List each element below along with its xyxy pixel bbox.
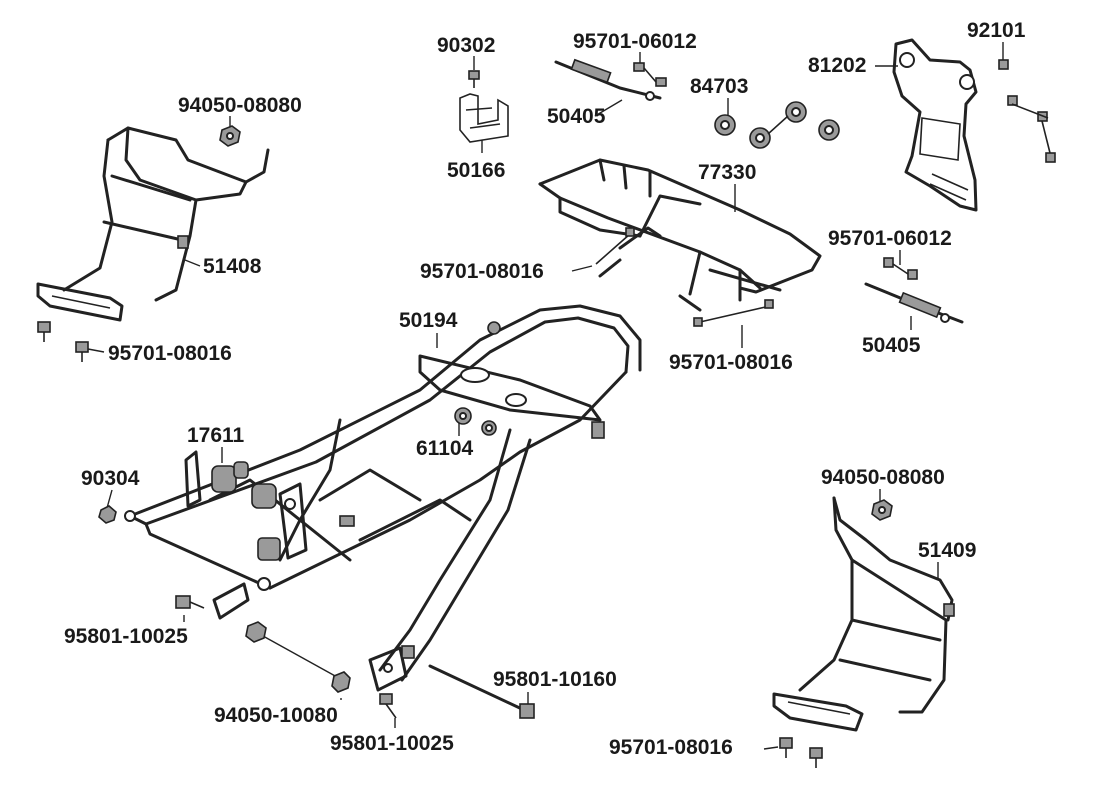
part-95701-06012-bolts-top <box>633 62 667 87</box>
part-17611-dampers <box>211 461 281 561</box>
label-94050-08080-left: 94050-08080 <box>178 94 302 117</box>
part-95701-08016-bolt-right <box>693 299 774 327</box>
label-95801-10025-bottom: 95801-10025 <box>330 732 454 755</box>
part-95701-08016-bolts-bottom <box>779 737 823 768</box>
label-92101: 92101 <box>967 19 1026 42</box>
part-92101-bolts <box>998 59 1056 163</box>
part-84703-bushings <box>714 101 840 149</box>
part-95701-06012-bolts-right <box>883 257 918 280</box>
label-50405-top: 50405 <box>547 105 606 128</box>
part-81202-plate <box>892 38 978 212</box>
label-17611: 17611 <box>187 424 245 447</box>
part-95801-10025-bolt-bottom <box>379 693 397 719</box>
part-50194-main-frame <box>124 304 642 692</box>
label-51409: 51409 <box>918 539 976 562</box>
label-77330: 77330 <box>698 161 756 184</box>
part-61104-washers <box>454 407 497 436</box>
label-95701-08016-bottom: 95701-08016 <box>609 736 733 759</box>
part-51409-guard-right <box>772 496 955 732</box>
label-95701-06012-right: 95701-06012 <box>828 227 952 250</box>
label-50166: 50166 <box>447 159 505 182</box>
part-94050-10080-nuts <box>245 621 351 693</box>
label-95701-06012-top: 95701-06012 <box>573 30 697 53</box>
label-94050-08080-right: 94050-08080 <box>821 466 945 489</box>
label-50405-right: 50405 <box>862 334 921 357</box>
part-50405-strut-right <box>864 282 964 324</box>
label-50194: 50194 <box>399 309 458 332</box>
part-95801-10160-bolt <box>428 664 535 719</box>
label-90304: 90304 <box>81 467 140 490</box>
part-94050-08080-nut-right <box>871 499 893 521</box>
part-50166-bracket <box>459 93 509 143</box>
part-95701-08016-bolts-left <box>37 321 89 362</box>
part-94050-08080-nut-left <box>219 125 241 147</box>
label-95701-08016-right: 95701-08016 <box>669 351 793 374</box>
part-50405-strut-top <box>554 58 662 101</box>
leader-lines <box>87 42 1004 750</box>
part-90302-nut <box>468 70 480 88</box>
part-95801-10025-bolt-left <box>175 595 205 609</box>
label-84703: 84703 <box>690 75 748 98</box>
label-94050-10080: 94050-10080 <box>214 704 338 727</box>
part-51408-guard-left <box>36 126 270 322</box>
label-51408: 51408 <box>203 255 262 278</box>
label-95801-10025-left: 95801-10025 <box>64 625 188 648</box>
label-95701-08016-mid: 95701-08016 <box>420 260 544 283</box>
part-77330-rack <box>538 158 822 312</box>
label-81202: 81202 <box>808 54 866 77</box>
label-95801-10160: 95801-10160 <box>493 668 617 691</box>
label-95701-08016-left: 95701-08016 <box>108 342 232 365</box>
label-61104: 61104 <box>416 437 474 460</box>
part-90304-nut <box>98 505 117 524</box>
part-95701-08016-bolt-mid <box>595 227 635 265</box>
label-90302: 90302 <box>437 34 495 57</box>
